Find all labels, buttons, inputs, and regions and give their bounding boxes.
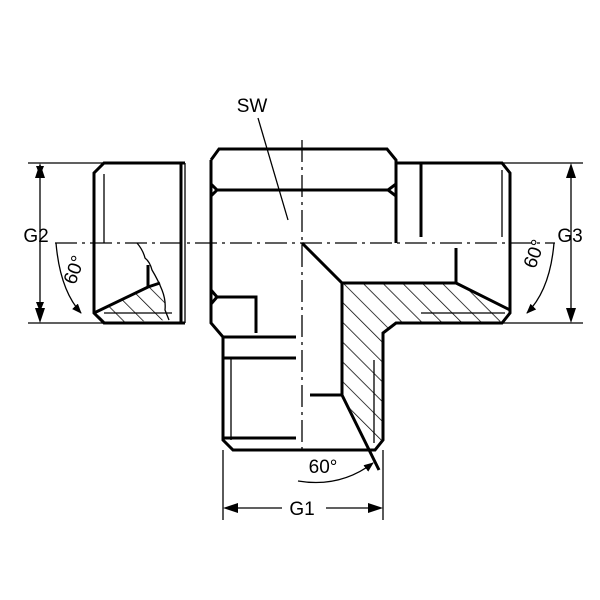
wrench-size-callout: SW	[237, 96, 289, 221]
section-hatching	[97, 283, 505, 450]
extension-lines	[28, 162, 583, 520]
right-thread-port	[300, 163, 511, 471]
angle-bottom-label: 60°	[309, 457, 338, 478]
angle-left-label: 60°	[60, 253, 90, 287]
hex-body	[209, 147, 398, 338]
label-sw: SW	[237, 96, 268, 117]
break-line	[136, 242, 170, 321]
label-g1: G1	[289, 499, 314, 520]
angle-right: 60°	[520, 237, 555, 314]
angle-bottom: 60°	[297, 457, 374, 484]
dimension-g1: G1	[223, 499, 383, 520]
bottom-thread-port	[221, 161, 512, 452]
dimension-g3: G3	[557, 163, 583, 323]
left-thread-port	[92, 161, 186, 325]
angle-right-label: 60°	[520, 237, 550, 271]
angle-left: 60°	[55, 242, 90, 314]
dimension-g2: G2	[23, 163, 49, 323]
label-g2: G2	[23, 226, 48, 247]
center-lines	[55, 140, 555, 450]
label-g3: G3	[557, 226, 582, 247]
